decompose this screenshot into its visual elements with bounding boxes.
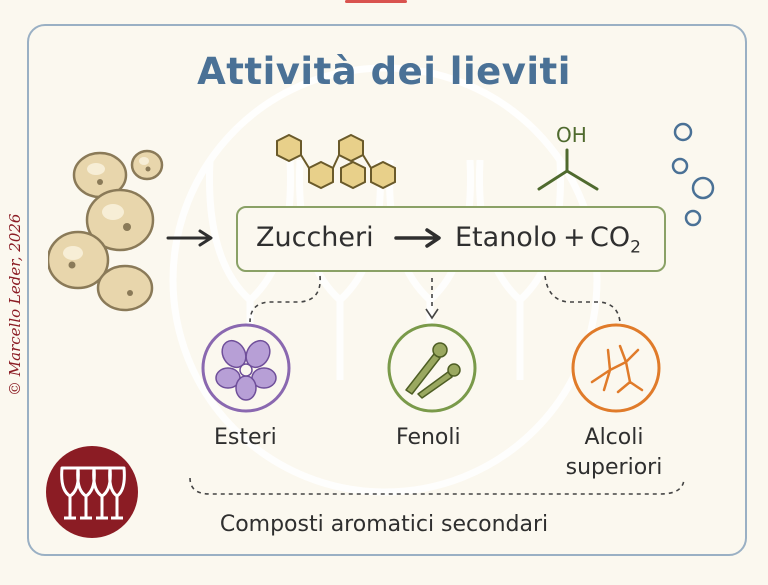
hexagon-chain-icon — [276, 133, 396, 190]
violet-flower-icon — [201, 323, 291, 413]
co2-subscript: 2 — [630, 237, 641, 258]
top-accent-bar — [345, 0, 407, 3]
hydroxyl-label: OH — [556, 123, 587, 147]
co2-base-text: CO — [590, 222, 631, 253]
plus-sign: + — [563, 222, 586, 253]
compound-label-esteri: Esteri — [214, 425, 277, 450]
wine-glasses-logo-icon — [46, 446, 138, 538]
compound-label-alcoli-line2: superiori — [565, 455, 663, 480]
alcohol-molecule-icon — [537, 148, 599, 191]
fermentation-process-box — [236, 206, 666, 272]
compound-label-fenoli: Fenoli — [396, 425, 461, 450]
clove-icon — [387, 323, 477, 413]
branched-molecule-icon — [571, 323, 661, 413]
conversion-arrow-icon — [394, 228, 441, 248]
diagram-title: Attività dei lieviti — [197, 50, 571, 93]
output-ethanol-label: Etanolo — [455, 222, 557, 253]
compound-label-alcoli-line1: Alcoli — [584, 425, 644, 450]
output-co2-label: CO2 — [590, 222, 641, 257]
yeast-cells-icon — [48, 149, 164, 312]
input-sugar-label: Zuccheri — [256, 222, 374, 253]
copyright-note: © Marcello Leder, 2026 — [6, 213, 24, 396]
group-label: Composti aromatici secondari — [219, 512, 549, 537]
co2-bubbles-icon — [671, 122, 715, 227]
arrow-to-process-icon — [166, 229, 213, 247]
